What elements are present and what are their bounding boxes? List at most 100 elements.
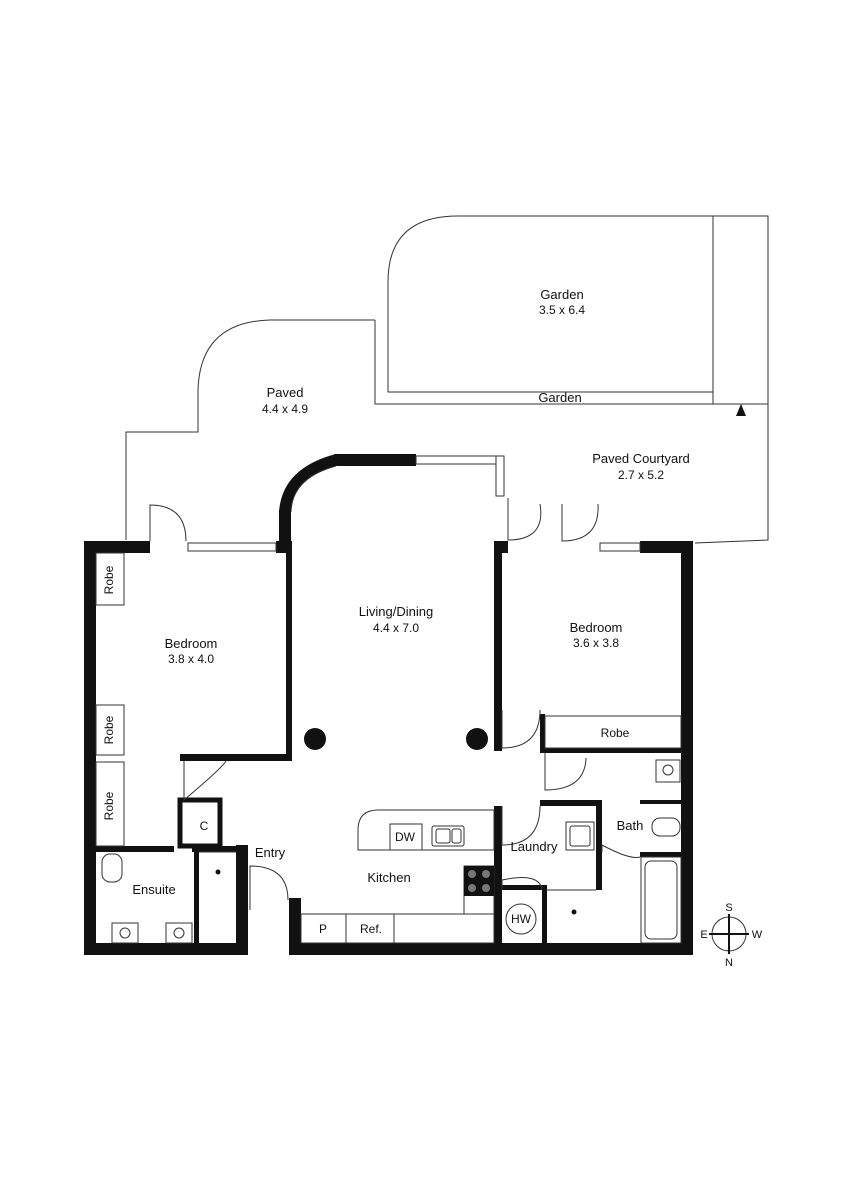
column-right — [466, 728, 488, 750]
hot-water-unit-icon — [505, 903, 537, 935]
pantry-label: P — [319, 922, 327, 936]
window-living-right — [495, 455, 505, 497]
entry-name: Entry — [255, 845, 286, 860]
robe-top-box — [95, 552, 125, 606]
toilet-ensuite-icon — [101, 853, 123, 883]
garden-right-strip — [712, 215, 769, 405]
wall-ensuite-top — [96, 846, 174, 852]
kitchen-top-counter — [357, 809, 495, 851]
kitchen-name: Kitchen — [367, 870, 410, 885]
garden-strip-name: Garden — [538, 390, 581, 405]
kitchen-sink-icon — [431, 825, 465, 847]
window-curve — [290, 465, 337, 513]
courtyard-outline — [694, 403, 769, 544]
bedroom-right-dims: 3.6 x 3.8 — [573, 636, 619, 650]
compass: S N E W — [700, 902, 762, 969]
living-dims: 4.4 x 7.0 — [373, 621, 419, 635]
garden-name: Garden — [540, 287, 583, 302]
shower-head-ensuite-icon — [215, 869, 221, 875]
paved-outline — [125, 319, 375, 540]
wall-living-top — [334, 454, 416, 466]
kitchen-bottom-counter — [300, 913, 495, 944]
labels: Garden 3.5 x 6.4 Garden Paved 4.4 x 4.9 … — [102, 287, 690, 936]
wall-bedroom-left-bottom — [180, 754, 292, 761]
bedroom-left-dims: 3.8 x 4.0 — [168, 652, 214, 666]
robe-mid-label: Robe — [102, 715, 116, 744]
dishwasher-box — [389, 823, 423, 851]
wall-bottom-right — [289, 943, 693, 955]
compass-east: E — [700, 929, 707, 941]
bedroom-left-name: Bedroom — [165, 636, 218, 651]
walls — [84, 454, 693, 955]
door-bedroom-right — [501, 709, 541, 749]
window-living-top — [415, 455, 497, 465]
wall-laundry-top — [540, 800, 602, 806]
outdoor-outlines — [125, 215, 769, 544]
vanity-ensuite-b — [165, 922, 193, 944]
garden-outline — [387, 215, 714, 393]
cupboard-label: C — [200, 819, 209, 833]
bedroom-right-name: Bedroom — [570, 620, 623, 635]
robe-right-box — [544, 715, 682, 749]
door-living-ext — [507, 498, 542, 541]
wall-bath-inner — [640, 852, 681, 857]
shower-head-laundry-icon — [571, 909, 577, 915]
wall-top-right-a — [640, 541, 693, 553]
cooktop-icon — [464, 866, 494, 896]
wall-laundry-left — [494, 806, 502, 955]
wall-laundry-bottom-b — [542, 885, 547, 943]
wall-living-right — [494, 541, 502, 751]
courtyard-name: Paved Courtyard — [592, 451, 690, 466]
wall-entry-right — [289, 898, 301, 955]
door-bath — [544, 753, 587, 791]
hot-water-label: HW — [511, 912, 532, 926]
wall-bedroom-left-right — [286, 541, 292, 761]
door-laundry-low — [501, 877, 543, 891]
window-bedroom-left — [187, 542, 277, 552]
door-bath-low — [601, 844, 641, 858]
robe-right-label: Robe — [601, 726, 630, 740]
garden-strip-outline — [374, 320, 714, 405]
compass-south: S — [725, 902, 732, 914]
wall-bottom-left — [84, 943, 248, 955]
ensuite-name: Ensuite — [132, 882, 175, 897]
laundry-sink-icon — [565, 821, 595, 851]
wall-cupboard — [177, 797, 223, 849]
toilet-bath-icon — [651, 817, 681, 837]
wall-left — [84, 541, 96, 955]
door-courtyard — [561, 503, 599, 542]
living-name: Living/Dining — [359, 604, 433, 619]
garden-dims: 3.5 x 6.4 — [539, 303, 585, 317]
kitchen-counters — [300, 809, 495, 944]
robe-low-box — [95, 761, 125, 847]
bath-fixtures — [101, 759, 682, 944]
wall-robe-right-left — [540, 714, 545, 753]
fridge-label: Ref. — [360, 922, 382, 936]
wall-right — [681, 541, 693, 955]
vanity-bath-icon — [655, 759, 681, 783]
wall-robe-right-bottom — [540, 748, 681, 753]
wall-top-left-a — [84, 541, 150, 553]
paved-dims: 4.4 x 4.9 — [262, 402, 308, 416]
courtyard-dims: 2.7 x 5.2 — [618, 468, 664, 482]
door-bedroom-left — [183, 760, 227, 802]
wall-ensuite-inner — [194, 852, 199, 943]
wall-ensuite-top-b — [192, 846, 242, 852]
door-bedroom-left-ext — [149, 504, 187, 542]
laundry-name: Laundry — [511, 839, 558, 854]
wall-laundry-right — [596, 800, 602, 890]
robe-low-label: Robe — [102, 791, 116, 820]
vanity-ensuite-a — [111, 922, 139, 944]
window-bedroom-right — [599, 542, 641, 552]
robes — [95, 552, 682, 847]
dishwasher-label: DW — [395, 830, 416, 844]
robe-mid-box — [95, 704, 125, 756]
compass-north: N — [725, 957, 733, 969]
wall-bath-divider — [640, 800, 681, 804]
paved-name: Paved — [267, 385, 304, 400]
bath-name: Bath — [617, 818, 644, 833]
robe-top-label: Robe — [102, 565, 116, 594]
bathtub-icon — [640, 856, 682, 944]
compass-west: W — [752, 929, 763, 941]
